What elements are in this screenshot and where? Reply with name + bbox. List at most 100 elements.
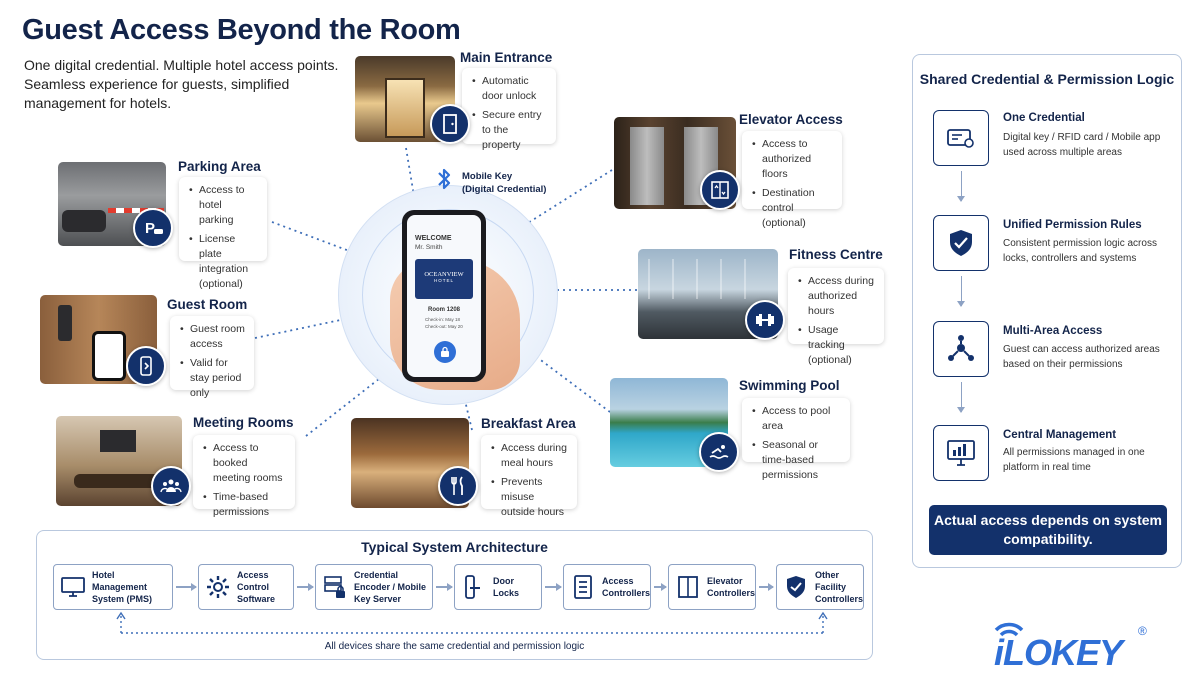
pool-bullets: Access to pool areaSeasonal or time-base…: [742, 398, 850, 481]
list-item: Guest room access: [180, 322, 246, 352]
welcome-text: WELCOME: [415, 235, 452, 242]
node-label: Elevator Controllers: [707, 576, 756, 598]
card-icon: [933, 110, 989, 166]
node-access-control-software: Access Control Software: [198, 564, 294, 610]
ilokey-logo: iLOKEY ®: [988, 612, 1158, 673]
hotel-card: OCEANVIEW HOTEL: [415, 259, 473, 299]
smartphone: WELCOME Mr. Smith OCEANVIEW HOTEL Room 1…: [402, 210, 486, 382]
server-icon: [324, 576, 345, 598]
architecture-title: Typical System Architecture: [361, 539, 548, 555]
list-item: Prevents misuse outside hours: [491, 475, 569, 520]
people-icon: [151, 466, 191, 506]
parking-bullets: Access to hotel parkingLicense plate int…: [179, 177, 267, 290]
node-label: Door Locks: [493, 576, 520, 598]
dumbbell-icon: [745, 300, 785, 340]
hotel-name-sub: HOTEL: [433, 278, 454, 283]
controller-icon: [574, 575, 592, 599]
shield-check-icon: [787, 576, 805, 598]
node-label: Credential Encoder / Mobile Key Server: [354, 570, 427, 604]
elevator-icon: [700, 170, 740, 210]
panel-item-title: Central Management: [1003, 429, 1117, 441]
mobile-key-label-line1: Mobile Key: [462, 171, 513, 182]
network-icon: [933, 321, 989, 377]
parking-icon: P: [133, 208, 173, 248]
flow-arrow: [297, 583, 314, 590]
logo-text: iLOKEY: [994, 632, 1123, 673]
lock-icon: [465, 575, 480, 599]
flow-arrow: [436, 583, 453, 590]
panel-item-title: One Credential: [1003, 112, 1085, 124]
list-item: Valid for stay period only: [180, 356, 246, 401]
dashboard-icon: [933, 425, 989, 481]
shield-check-icon: [933, 215, 989, 271]
shared-logic-loop: [116, 611, 828, 634]
panel-item-desc: All permissions managed in one platform …: [1003, 447, 1145, 473]
mobile-key-label-line2: (Digital Credential): [462, 184, 547, 195]
node-label: Access Controllers: [602, 576, 651, 598]
main-entrance-title: Main Entrance: [460, 50, 553, 65]
compatibility-note: Actual access depends on system compatib…: [929, 505, 1167, 555]
node-credential-encoder: Credential Encoder / Mobile Key Server: [315, 564, 433, 610]
node-elevator-controllers: Elevator Controllers: [668, 564, 756, 610]
panel-item-desc: Digital key / RFID card / Mobile app use…: [1003, 132, 1161, 158]
elevator-title: Elevator Access: [739, 112, 843, 127]
system-architecture: Typical System Architecture Hotel Manage…: [36, 530, 873, 660]
list-item: Seasonal or time-based permissions: [752, 438, 842, 483]
meeting-title: Meeting Rooms: [193, 415, 294, 430]
node-label: Other Facility Controllers: [815, 570, 864, 604]
list-item: Time-based permissions: [203, 490, 287, 520]
list-item: License plate integration (optional): [189, 232, 259, 292]
guest-room-bullets: Guest room accessValid for stay period o…: [170, 316, 254, 399]
breakfast-title: Breakfast Area: [481, 416, 576, 431]
list-item: Access to pool area: [752, 404, 842, 434]
list-item: Access during authorized hours: [798, 274, 876, 319]
flow-arrow: [957, 276, 965, 307]
room-number: Room 1208: [427, 307, 460, 313]
monitor-icon: [61, 577, 85, 597]
architecture-footer: All devices share the same credential an…: [324, 641, 585, 652]
connector-lines: [254, 147, 637, 437]
flow-arrow: [759, 583, 774, 590]
phone-screen: WELCOME Mr. Smith OCEANVIEW HOTEL Room 1…: [407, 215, 481, 377]
wifi-logo-mark: [994, 622, 1024, 637]
list-item: Automatic door unlock: [472, 74, 548, 104]
flow-arrow: [957, 382, 965, 413]
breakfast-bullets: Access during meal hoursPrevents misuse …: [481, 435, 577, 518]
list-item: Access to booked meeting rooms: [203, 441, 287, 486]
svg-text:P: P: [145, 220, 155, 237]
panel-item-title: Unified Permission Rules: [1003, 219, 1142, 231]
node-label: Access Control Software: [237, 570, 276, 604]
panel-title: Shared Credential & Permission Logic: [919, 71, 1175, 87]
page-title: Guest Access Beyond the Room: [22, 14, 461, 46]
node-other-facility-controllers: Other Facility Controllers: [776, 564, 864, 610]
logo-registered: ®: [1138, 624, 1147, 638]
parking-title: Parking Area: [178, 159, 261, 174]
panel-item-desc: Consistent permission logic across locks…: [1003, 238, 1157, 264]
hotel-name: OCEANVIEW: [424, 271, 464, 278]
phone-door-icon: [126, 346, 166, 386]
list-item: Access to hotel parking: [189, 183, 259, 228]
list-item: Secure entry to the property: [472, 108, 548, 153]
list-item: Access during meal hours: [491, 441, 569, 471]
main-entrance-bullets: Automatic door unlockSecure entry to the…: [462, 68, 556, 151]
guest-room-title: Guest Room: [167, 297, 248, 312]
node-label: Hotel Management System (PMS): [92, 570, 153, 604]
list-item: Access to authorized floors: [752, 137, 834, 182]
unlock-button[interactable]: [434, 341, 456, 363]
node-pms: Hotel Management System (PMS): [53, 564, 173, 610]
checkout-text: Check-out: May 20: [425, 324, 463, 329]
panel-item-desc: Guest can access authorized areas based …: [1003, 344, 1160, 370]
node-access-controllers: Access Controllers: [563, 564, 651, 610]
fitness-title: Fitness Centre: [789, 247, 883, 262]
mobile-key-label: Mobile Key (Digital Credential): [462, 170, 546, 196]
permission-logic-panel: Shared Credential & Permission Logic One…: [912, 54, 1182, 568]
checkin-text: Check-in: May 18: [425, 317, 461, 322]
page-subtitle: One digital credential. Multiple hotel a…: [24, 57, 339, 111]
fork-knife-icon: [438, 466, 478, 506]
lock-icon: [441, 346, 449, 357]
flow-arrow: [654, 583, 667, 590]
node-door-locks: Door Locks: [454, 564, 542, 610]
swimmer-icon: [699, 432, 739, 472]
pool-title: Swimming Pool: [739, 378, 840, 393]
elevator-bullets: Access to authorized floorsDestination c…: [742, 131, 842, 229]
